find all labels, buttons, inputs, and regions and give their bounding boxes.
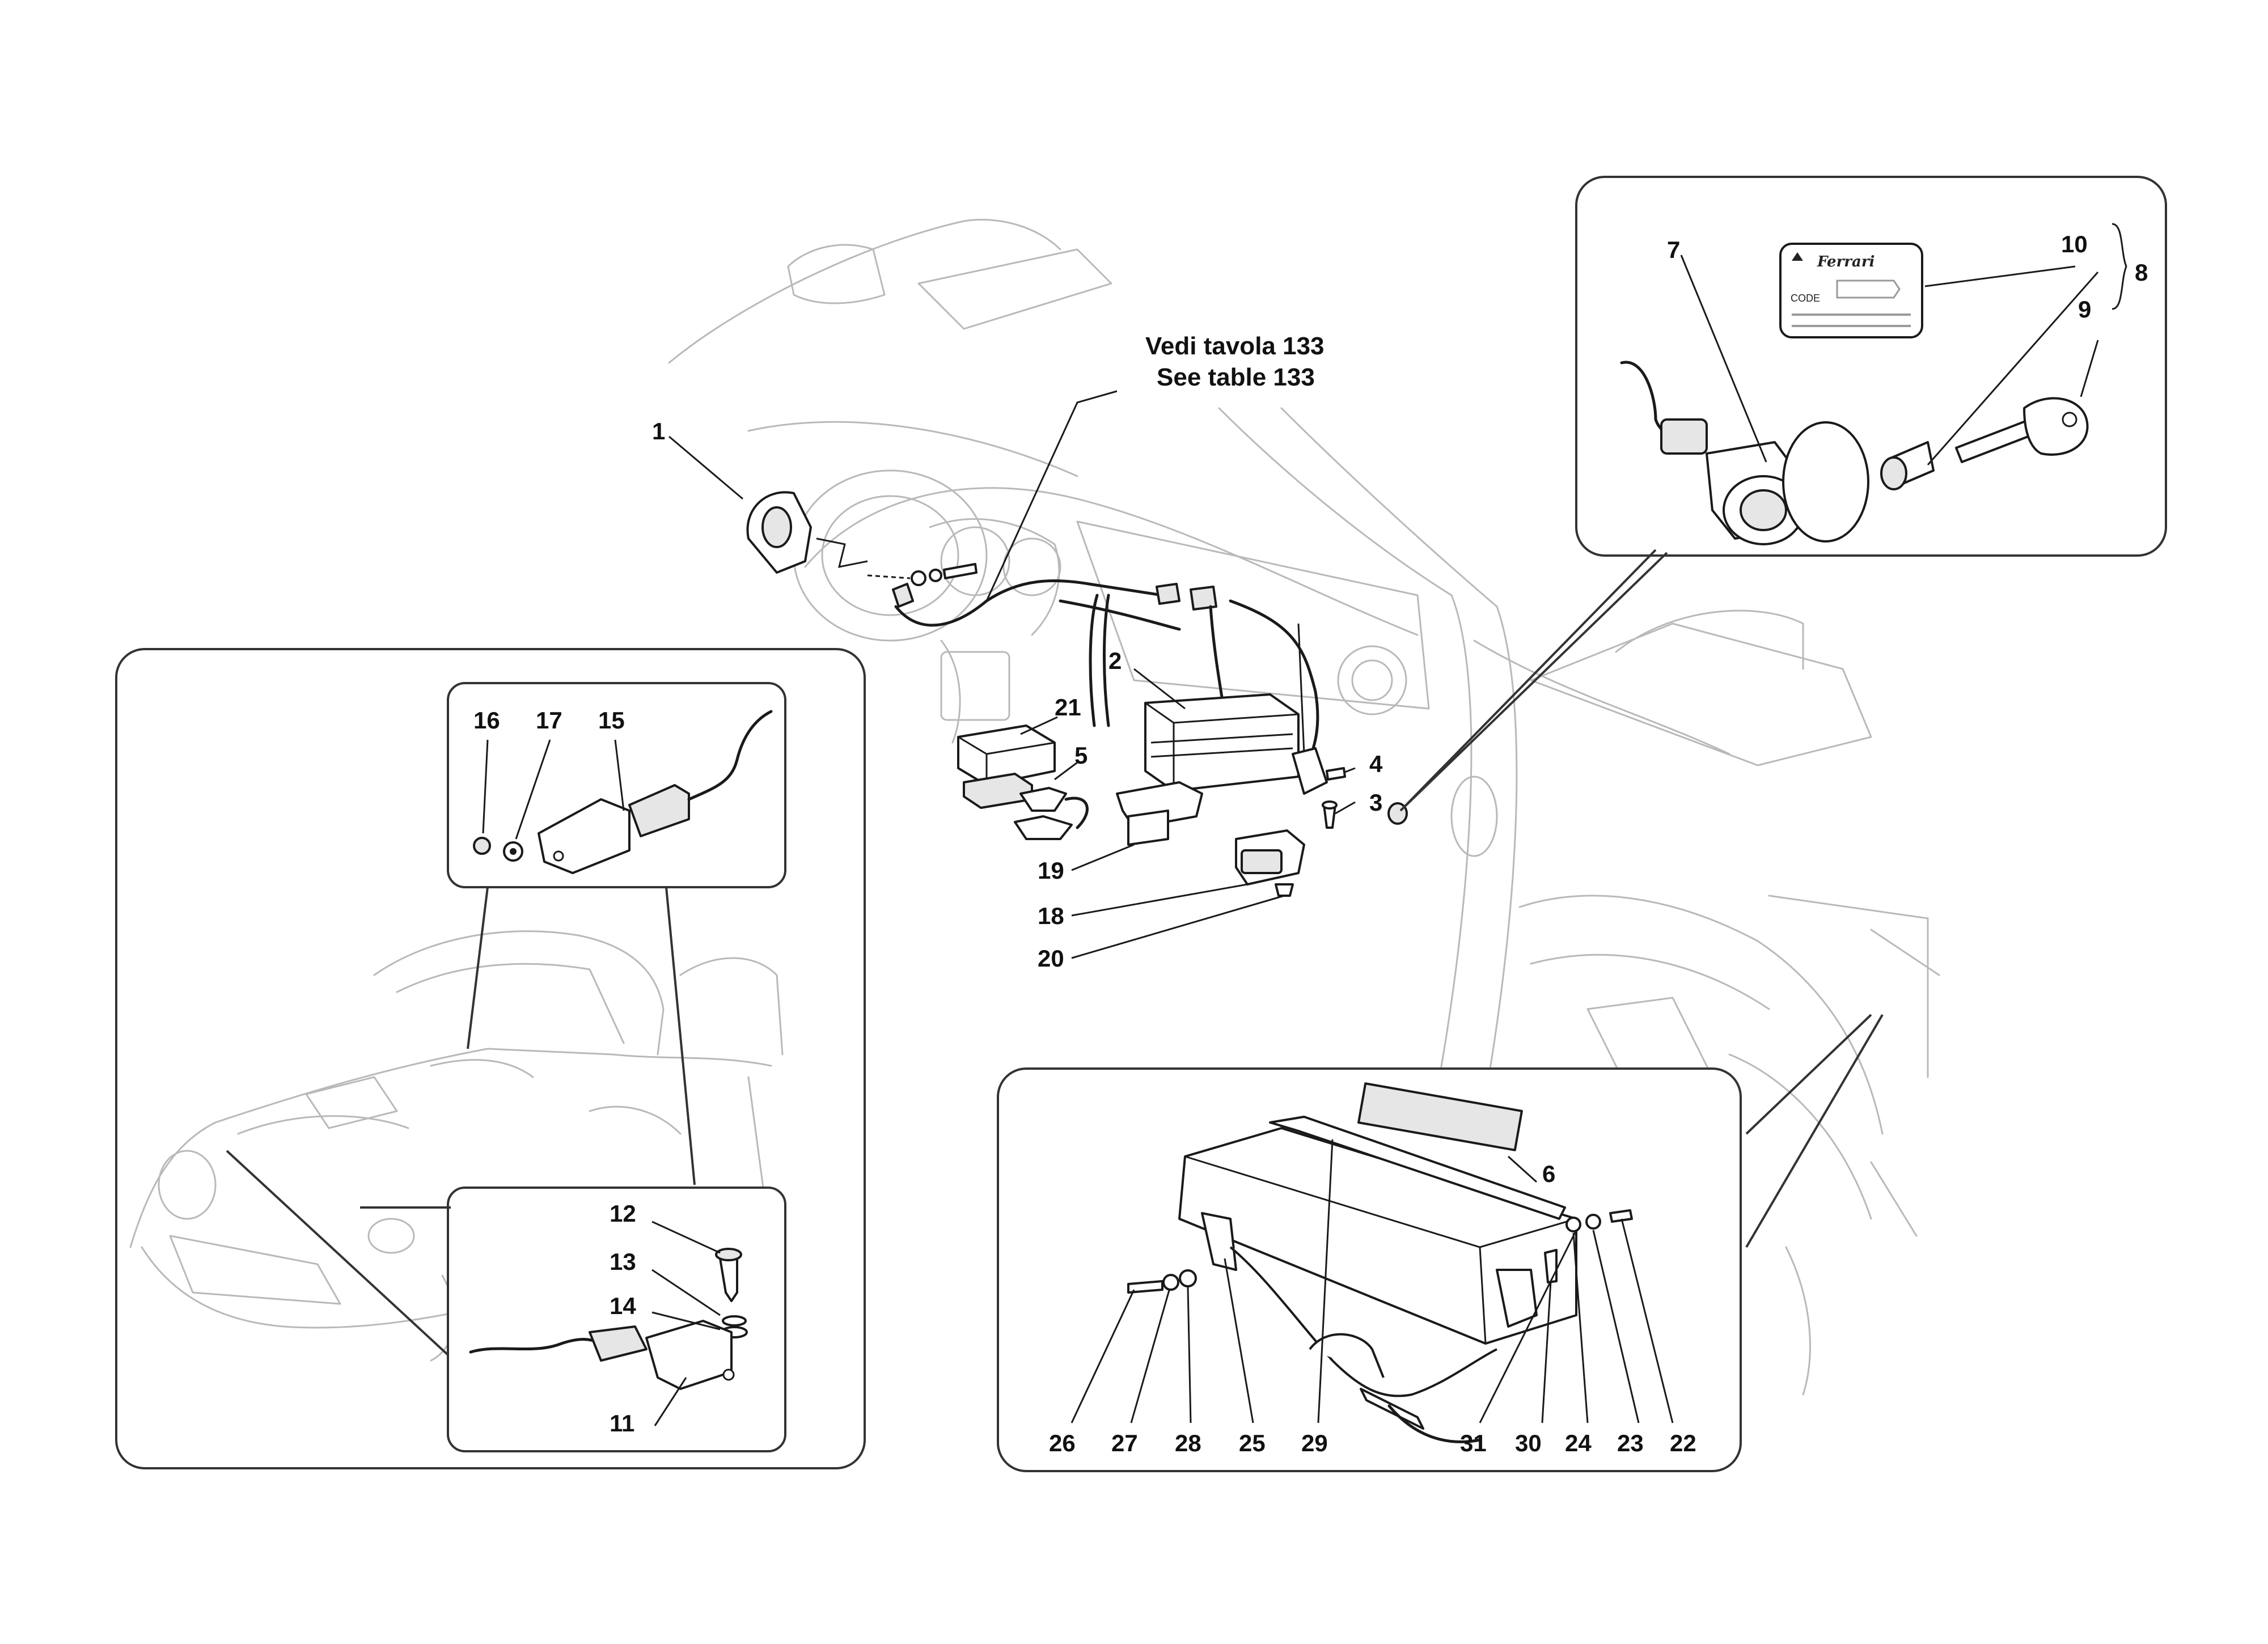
callout-27: 27 xyxy=(1111,1430,1138,1456)
callout-numbers: 1 2 3 4 5 6 7 8 9 10 11 12 13 14 15 16 1… xyxy=(473,231,2148,1456)
callout-26: 26 xyxy=(1049,1430,1076,1456)
sensor-subpanel-lower xyxy=(447,1187,786,1452)
callout-1: 1 xyxy=(652,418,665,444)
callout-16: 16 xyxy=(473,707,500,734)
callout-11: 11 xyxy=(610,1410,634,1437)
car-exterior-sketch xyxy=(129,930,784,1362)
callout-19: 19 xyxy=(1038,857,1064,884)
leader-to-ignition-inset xyxy=(1399,549,1668,812)
callout-6: 6 xyxy=(1542,1160,1555,1187)
reference-note-english: See table 133 xyxy=(1157,363,1315,391)
screws-3-4 xyxy=(1322,767,1408,829)
callout-23: 23 xyxy=(1617,1430,1644,1456)
ignition-key xyxy=(1955,397,2089,463)
callout-24: 24 xyxy=(1565,1430,1592,1456)
callout-17: 17 xyxy=(536,707,562,734)
leader-to-glovebox-inset xyxy=(1745,1014,1884,1248)
glovebox-airbag xyxy=(1178,1116,1577,1443)
code-tag-label: CODE xyxy=(1791,293,1820,304)
callout-15: 15 xyxy=(598,707,625,734)
callout-25: 25 xyxy=(1239,1430,1266,1456)
callout-10: 10 xyxy=(2061,231,2088,257)
callout-5: 5 xyxy=(1074,742,1088,769)
callout-8: 8 xyxy=(2135,259,2148,286)
callout-13: 13 xyxy=(610,1248,636,1275)
code-tag: Ferrari CODE xyxy=(1779,243,1923,338)
reference-note-italian: Vedi tavola 133 xyxy=(1145,332,1325,360)
inset-panel-sensors xyxy=(115,648,866,1469)
callout-20: 20 xyxy=(1038,945,1064,972)
callout-31: 31 xyxy=(1460,1430,1487,1456)
callout-3: 3 xyxy=(1369,789,1382,816)
code-tag-brand: Ferrari xyxy=(1817,253,1875,270)
airbag-module xyxy=(1144,693,1328,795)
callout-4: 4 xyxy=(1369,751,1383,777)
ignition-switch xyxy=(1620,361,1869,545)
callout-18: 18 xyxy=(1038,902,1064,929)
lock-cylinder xyxy=(1880,441,1935,490)
clock-spring xyxy=(746,491,868,574)
steering-bolts xyxy=(867,563,978,586)
callout-29: 29 xyxy=(1301,1430,1328,1456)
callout-7: 7 xyxy=(1667,236,1680,263)
callout-9: 9 xyxy=(2078,296,2091,323)
callout-leaders xyxy=(482,255,2099,1426)
prancing-horse-icon xyxy=(1792,252,1803,261)
inset-panel-glovebox xyxy=(997,1067,1742,1472)
callout-2: 2 xyxy=(1108,647,1122,674)
callout-30: 30 xyxy=(1515,1430,1542,1456)
key-outline-icon xyxy=(1836,279,1901,299)
mounting-brackets xyxy=(1116,781,1305,897)
callout-12: 12 xyxy=(610,1200,636,1227)
inset-panel-ignition: Ferrari CODE xyxy=(1575,176,2167,557)
callout-14: 14 xyxy=(610,1293,636,1319)
central-assembly xyxy=(746,491,1408,897)
bracket-5 xyxy=(963,773,1089,840)
callout-28: 28 xyxy=(1175,1430,1201,1456)
callout-21: 21 xyxy=(1055,694,1081,721)
callout-22: 22 xyxy=(1670,1430,1696,1456)
sensor-subpanel-upper xyxy=(447,682,786,888)
glovebox-fasteners xyxy=(1127,1209,1633,1294)
